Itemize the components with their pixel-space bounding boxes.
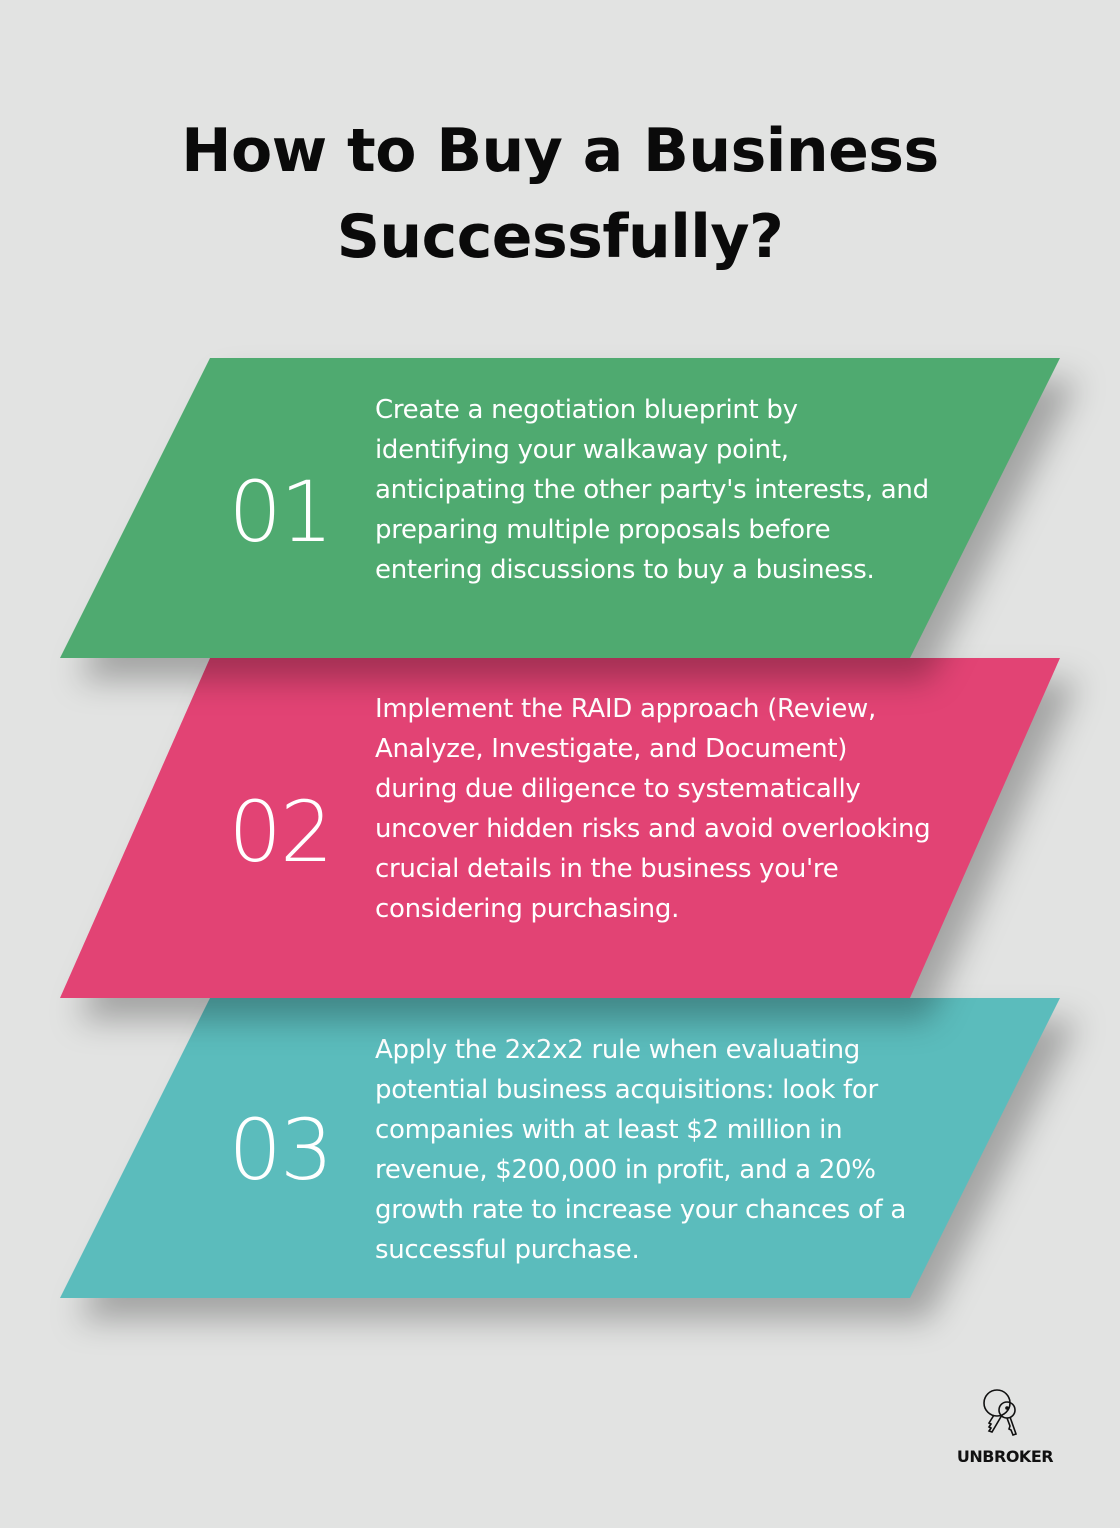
keys-icon — [983, 1389, 1018, 1436]
brand-logo: UNBROKER — [950, 1388, 1060, 1466]
step-text: Implement the RAID approach (Review, Ana… — [375, 694, 931, 924]
step-shape — [0, 998, 1120, 1298]
step-shape — [0, 358, 1120, 658]
step-number: 03 — [228, 1101, 334, 1199]
step-text: Apply the 2x2x2 rule when evaluating pot… — [375, 1035, 906, 1265]
step-number: 02 — [228, 783, 334, 881]
step-card-03: 03 Apply the 2x2x2 rule when evaluating … — [0, 998, 1120, 1298]
brand-name: UNBROKER — [956, 1447, 1054, 1466]
step-card-01: 01 Create a negotiation blueprint by ide… — [0, 358, 1120, 658]
step-number: 01 — [228, 463, 334, 561]
step-shape — [0, 658, 1120, 998]
page-title: How to Buy a Business Successfully? — [181, 116, 939, 272]
step-card-02: 02 Implement the RAID approach (Review, … — [0, 658, 1120, 998]
step-text: Create a negotiation blueprint by identi… — [375, 395, 929, 585]
